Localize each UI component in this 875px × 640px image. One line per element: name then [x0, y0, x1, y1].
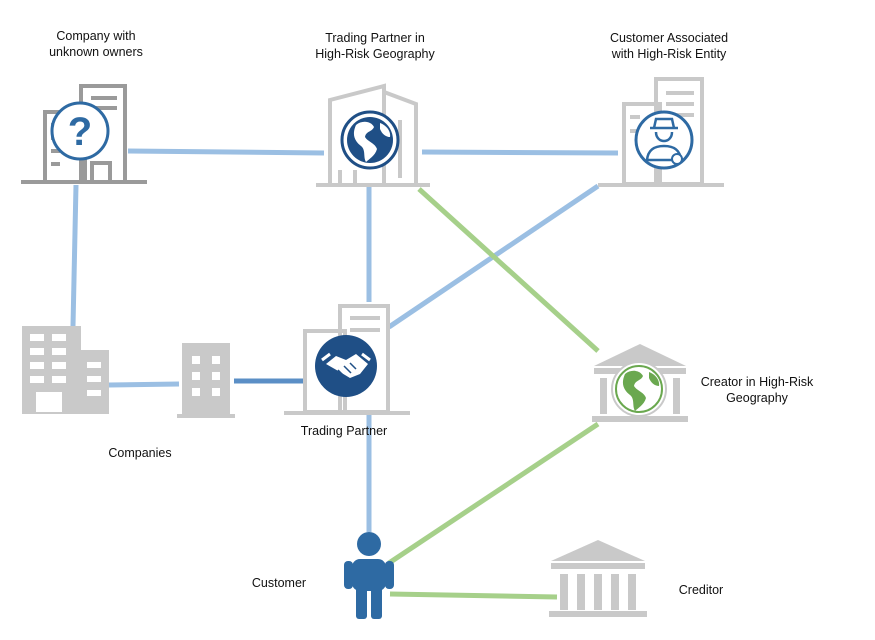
edge-unknown-to-companies — [70, 184, 79, 327]
label-line: with High-Risk Entity — [611, 47, 727, 61]
label-line: Geography — [726, 391, 788, 405]
edge-trading-hrg-to-creator — [417, 187, 600, 353]
small-building-node — [177, 343, 235, 418]
handshake-icon — [315, 335, 377, 397]
label-line: Customer Associated — [609, 31, 729, 45]
edge-unknown-to-trading-hrg — [127, 148, 325, 156]
creditor-label: Creditor — [678, 583, 724, 597]
globe-icon — [611, 361, 667, 417]
office-building-icon — [316, 83, 430, 187]
edge-customer-to-creditor — [389, 591, 558, 600]
trading-partner-hrg-label: Trading Partner in High-Risk Geography — [290, 30, 460, 62]
globe-icon — [340, 110, 400, 170]
edge-trading-hrg-to-customer-hre — [421, 149, 619, 156]
creator-hrg-label: Creator in High-Risk Geography — [692, 374, 822, 406]
edge-companies-to-small-building — [108, 381, 180, 388]
edges — [70, 148, 619, 600]
bank-icon — [549, 540, 647, 617]
label-line: High-Risk Geography — [315, 47, 435, 61]
office-building-icon — [177, 343, 235, 418]
detective-icon — [634, 110, 694, 170]
customer-hre-node — [598, 77, 724, 187]
companies-node — [22, 326, 109, 414]
creator-hrg-node — [592, 344, 688, 422]
label-line: unknown owners — [49, 45, 143, 59]
company-unknown-owners-node: ? — [21, 84, 147, 184]
edge-creator-to-customer — [387, 421, 600, 566]
creditor-node — [549, 540, 647, 617]
customer-label: Customer — [251, 576, 307, 590]
person-icon — [344, 532, 394, 619]
companies-label: Companies — [108, 446, 172, 460]
trading-partner-label: Trading Partner — [300, 424, 388, 438]
svg-text:?: ? — [68, 110, 92, 154]
label-line: Trading Partner in — [325, 31, 425, 45]
trading-partner-node — [284, 304, 410, 415]
label-line: Creator in High-Risk — [700, 375, 814, 389]
office-building-icon — [22, 326, 109, 414]
trading-partner-hrg-node — [316, 83, 430, 187]
label-line: Company with — [56, 29, 136, 43]
question-mark-icon: ? — [50, 101, 110, 161]
customer-node — [344, 532, 394, 619]
customer-hre-label: Customer Associated with High-Risk Entit… — [584, 30, 754, 62]
company-unknown-owners-label: Company with unknown owners — [22, 28, 170, 60]
